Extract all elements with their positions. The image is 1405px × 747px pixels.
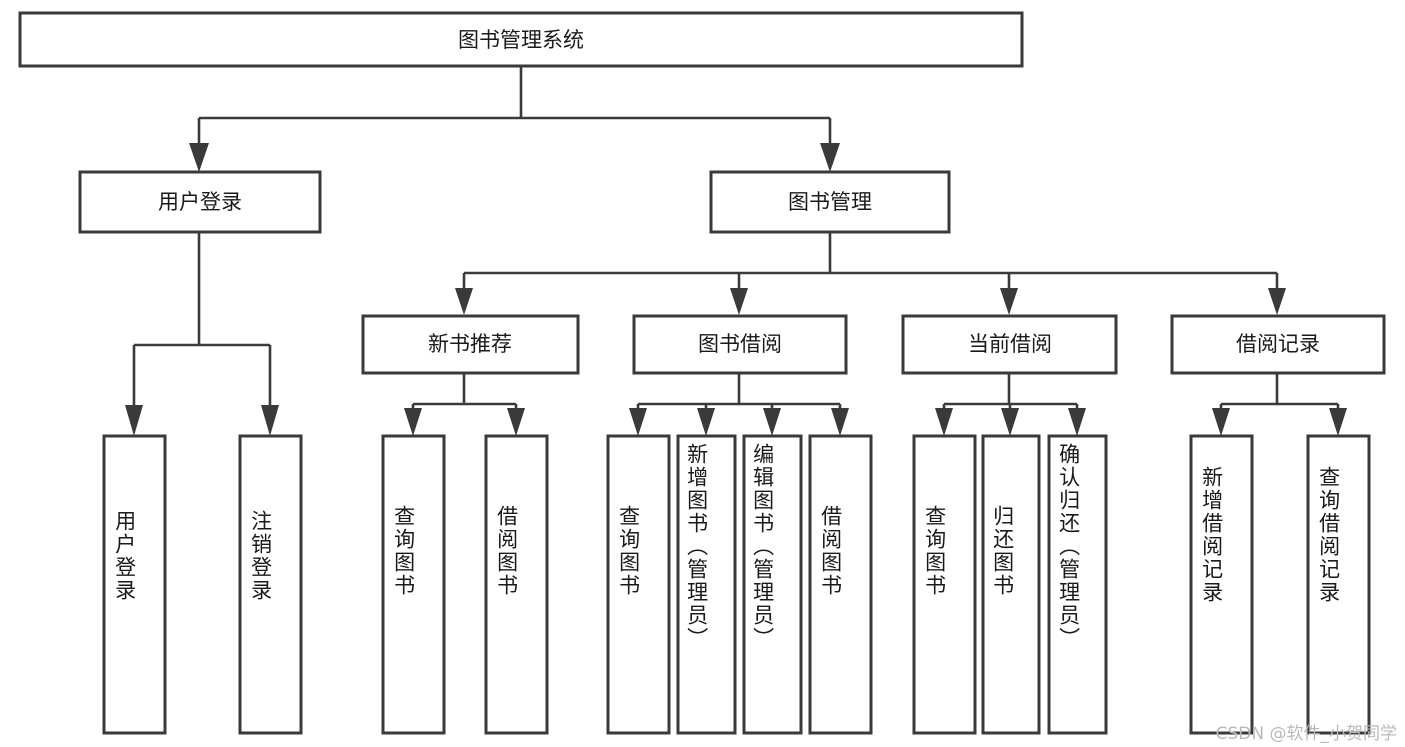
node-current-borrow[interactable]: 当前借阅 bbox=[901, 314, 1118, 375]
arrow-head-leaf-bb-4 bbox=[831, 408, 849, 436]
connector-group-book-mgmt bbox=[455, 232, 1286, 315]
arrow-head-leaf-cb-2 bbox=[1001, 408, 1019, 436]
node-book-management-box[interactable] bbox=[709, 170, 951, 234]
node-borrow-record-box[interactable] bbox=[1170, 314, 1386, 375]
node-user-login-box[interactable] bbox=[78, 170, 322, 234]
leaf-box-current-borrow-2[interactable] bbox=[981, 434, 1041, 735]
node-borrow-record-label: 借阅记录 bbox=[1236, 332, 1320, 356]
node-user-login-label: 用户登录 bbox=[158, 190, 242, 214]
connector-group-user-login bbox=[125, 232, 279, 436]
arrow-head-leaf-nb-1 bbox=[404, 408, 422, 436]
arrow-head-leaf-user-login-1 bbox=[125, 405, 143, 436]
leaf-box-user-login-2[interactable] bbox=[238, 434, 303, 735]
arrow-head-leaf-nb-2 bbox=[507, 408, 525, 436]
node-book-borrow-label: 图书借阅 bbox=[698, 332, 782, 356]
leaf-box-current-borrow-1[interactable] bbox=[912, 434, 977, 735]
arrow-head-leaf-bb-2 bbox=[697, 408, 715, 436]
arrow-head-borrow-record bbox=[1268, 288, 1286, 315]
node-book-borrow-box[interactable] bbox=[632, 314, 848, 375]
node-book-management[interactable]: 图书管理 bbox=[709, 170, 951, 234]
connector-group-new-book bbox=[404, 373, 525, 436]
arrow-head-new-book bbox=[455, 288, 473, 315]
leaf-box-book-borrow-4[interactable] bbox=[808, 434, 873, 735]
arrow-head-leaf-br-2 bbox=[1329, 408, 1347, 436]
node-new-book-recommend-box[interactable] bbox=[361, 314, 580, 375]
arrow-head-leaf-user-login-2 bbox=[261, 405, 279, 436]
arrow-head-leaf-cb-3 bbox=[1068, 408, 1086, 436]
node-book-management-label: 图书管理 bbox=[788, 190, 872, 214]
connector-group-book-borrow bbox=[629, 373, 849, 436]
arrow-head-user-login bbox=[189, 143, 209, 172]
connector-group-current-borrow bbox=[935, 373, 1086, 436]
leaf-box-book-borrow-2[interactable] bbox=[676, 434, 737, 735]
node-root-box[interactable] bbox=[18, 11, 1024, 68]
connector-group-root bbox=[189, 66, 840, 172]
node-root-label: 图书管理系统 bbox=[458, 28, 584, 52]
arrow-head-current-borrow bbox=[1000, 288, 1018, 315]
leaf-box-new-book-1[interactable] bbox=[381, 434, 446, 735]
leaf-box-borrow-record-1[interactable] bbox=[1189, 434, 1254, 735]
node-book-borrow[interactable]: 图书借阅 bbox=[632, 314, 848, 375]
arrow-head-leaf-bb-1 bbox=[629, 408, 647, 436]
leaf-box-current-borrow-3[interactable] bbox=[1047, 434, 1108, 735]
node-root[interactable]: 图书管理系统 bbox=[18, 11, 1024, 68]
connector-group-borrow-record bbox=[1212, 373, 1347, 436]
node-current-borrow-label: 当前借阅 bbox=[968, 332, 1052, 356]
leaf-box-book-borrow-3[interactable] bbox=[742, 434, 803, 735]
arrow-head-book-mgmt bbox=[820, 143, 840, 172]
node-current-borrow-box[interactable] bbox=[901, 314, 1118, 375]
arrow-head-leaf-cb-1 bbox=[935, 408, 953, 436]
node-user-login[interactable]: 用户登录 bbox=[78, 170, 322, 234]
arrow-head-book-borrow bbox=[730, 288, 748, 315]
leaf-box-new-book-2[interactable] bbox=[484, 434, 549, 735]
node-new-book-recommend-label: 新书推荐 bbox=[428, 332, 512, 356]
leaf-box-borrow-record-2[interactable] bbox=[1306, 434, 1371, 735]
leaf-box-book-borrow-1[interactable] bbox=[606, 434, 671, 735]
leaf-box-user-login-1[interactable] bbox=[102, 434, 167, 735]
arrow-head-leaf-br-1 bbox=[1212, 408, 1230, 436]
node-new-book-recommend[interactable]: 新书推荐 bbox=[361, 314, 580, 375]
node-borrow-record[interactable]: 借阅记录 bbox=[1170, 314, 1386, 375]
arrow-head-leaf-bb-3 bbox=[763, 408, 781, 436]
